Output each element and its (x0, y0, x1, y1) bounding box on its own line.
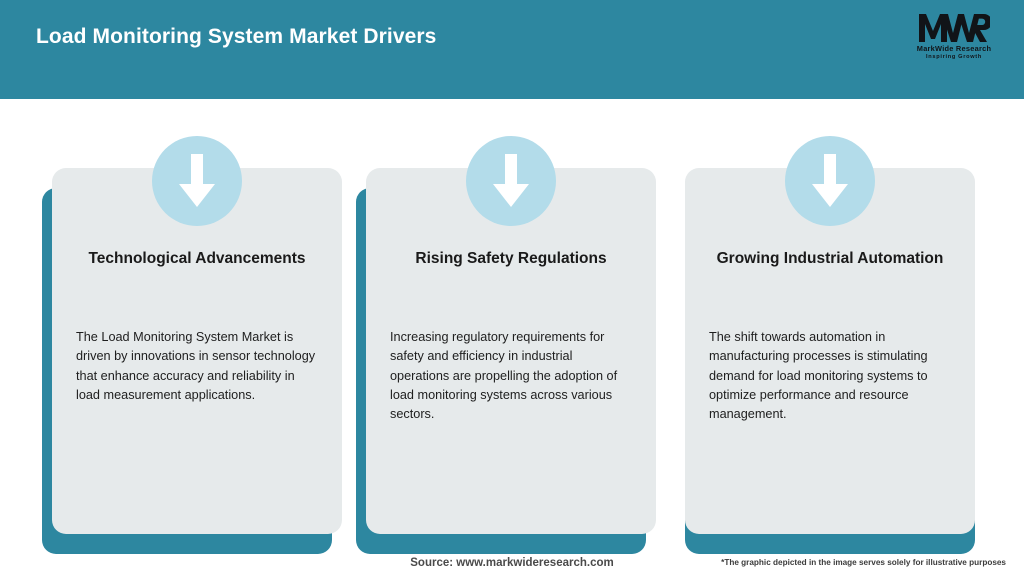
card-description: The shift towards automation in manufact… (709, 330, 928, 422)
arrow-down-glyph (812, 154, 848, 207)
logo-brand-name: MarkWide Research (916, 44, 992, 53)
card-surface: Rising Safety Regulations Increasing reg… (366, 168, 656, 534)
card-title: Rising Safety Regulations (415, 250, 607, 267)
brand-logo: MarkWide Research Inspiring Growth (906, 11, 1002, 63)
card-surface: Growing Industrial Automation The shift … (685, 168, 975, 534)
card-title: Growing Industrial Automation (716, 250, 944, 267)
logo-tagline: Inspiring Growth (926, 54, 982, 60)
mwr-logo-icon (919, 14, 990, 42)
driver-card-1[interactable]: Technological Advancements The Load Moni… (42, 136, 342, 554)
card-title: Technological Advancements (88, 250, 306, 267)
header-bar: Load Monitoring System Market Drivers Ma… (0, 0, 1024, 99)
page-title: Load Monitoring System Market Drivers (36, 25, 437, 48)
card-description: Increasing regulatory requirements for s… (390, 330, 618, 422)
arrow-down-icon (152, 136, 242, 226)
arrow-down-icon (466, 136, 556, 226)
arrow-down-glyph (179, 154, 215, 207)
card-surface: Technological Advancements The Load Moni… (52, 168, 342, 534)
source-label: Source: www.markwideresearch.com (410, 557, 614, 569)
driver-card-3[interactable]: Growing Industrial Automation The shift … (685, 136, 975, 554)
disclaimer-label: *The graphic depicted in the image serve… (721, 558, 1006, 567)
driver-card-2[interactable]: Rising Safety Regulations Increasing reg… (356, 136, 656, 554)
card-description: The Load Monitoring System Market is dri… (76, 330, 316, 402)
arrow-down-icon (785, 136, 875, 226)
arrow-down-glyph (493, 154, 529, 207)
